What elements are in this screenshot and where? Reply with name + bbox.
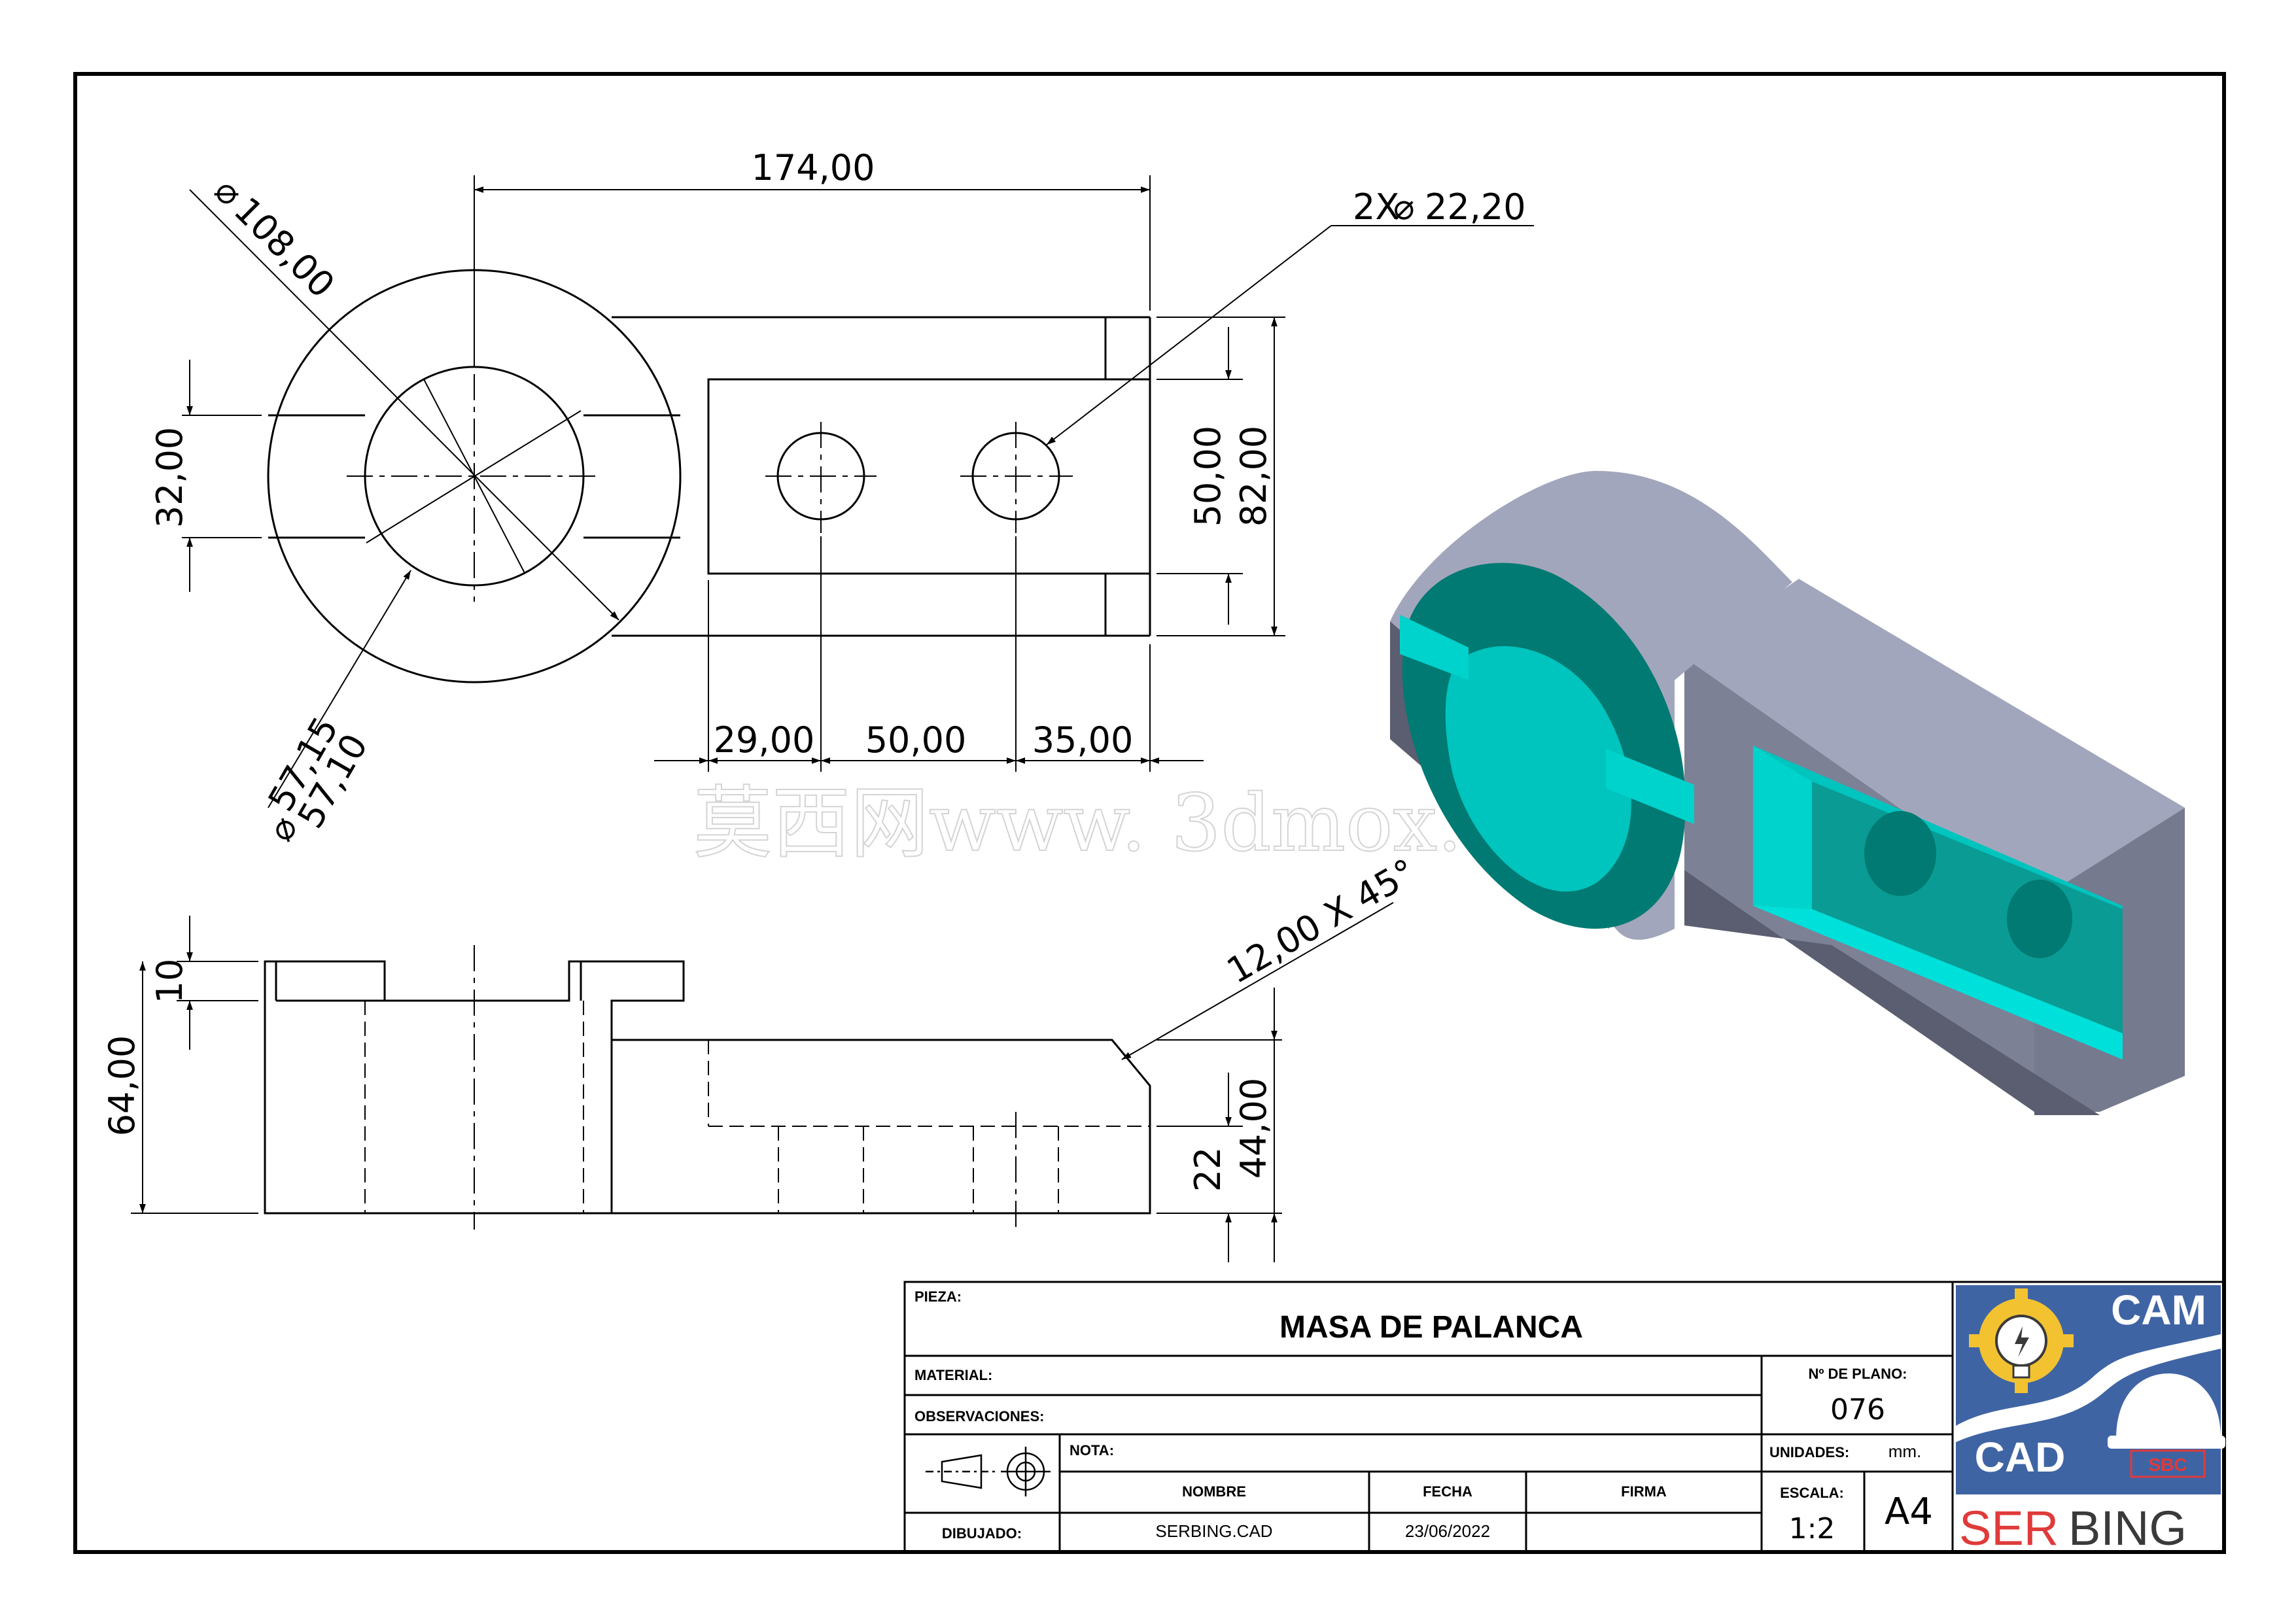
dim-hole-diameter-symbol: ⌀ [1393, 186, 1415, 228]
escala-label: ESCALA: [1780, 1485, 1844, 1501]
dim-total-height: 64,00 [101, 1035, 143, 1137]
dim-chamfer: 12,00 X 45° [1220, 851, 1423, 992]
dim-pocket-depth: 22 [1187, 1147, 1228, 1192]
logo-brand-bing: BING [2068, 1501, 2187, 1555]
logo-cam: CAM [2111, 1286, 2206, 1334]
dim-dist-c: 35,00 [1032, 719, 1134, 761]
unidades-value: mm. [1888, 1441, 1922, 1461]
dim-arm-height: 44,00 [1233, 1078, 1274, 1179]
dim-total-length: 174,00 [752, 147, 875, 188]
sheet-size: A4 [1885, 1491, 1933, 1533]
logo-brand-ser: SER [1959, 1501, 2059, 1555]
front-view [264, 960, 1151, 1215]
dim-outer-diameter: 108,00 [226, 189, 343, 305]
gear-bulb-icon [1969, 1288, 2074, 1393]
nota-label: NOTA: [1070, 1442, 1114, 1458]
logo: CAM CAD SBC SER BING [1956, 1285, 2225, 1555]
dim-step-depth: 10 [149, 959, 190, 1004]
logo-cad: CAD [1975, 1434, 2066, 1481]
pocket-outline [707, 378, 1151, 575]
plano-value: 076 [1830, 1393, 1885, 1426]
dim-hole-diameter: 22,20 [1425, 186, 1526, 228]
pieza-value: MASA DE PALANCA [1279, 1310, 1583, 1345]
dibujado-fecha: 23/06/2022 [1405, 1521, 1490, 1541]
col-nombre: NOMBRE [1182, 1483, 1246, 1500]
dibujado-label: DIBUJADO: [942, 1525, 1022, 1542]
helmet-text: SBC [2148, 1455, 2187, 1475]
isometric-view [1390, 471, 2185, 1115]
dim-dist-a: 29,00 [714, 719, 815, 761]
escala-value: 1:2 [1789, 1512, 1835, 1545]
projection-symbol-icon [926, 1447, 1051, 1496]
unidades-label: UNIDADES: [1769, 1444, 1849, 1460]
col-fecha: FECHA [1423, 1483, 1472, 1500]
dim-pocket-width: 50,00 [1187, 426, 1228, 527]
col-firma: FIRMA [1621, 1483, 1667, 1500]
dim-holes-count: 2X [1353, 186, 1399, 228]
title-block [903, 1281, 1954, 1553]
dim-slot-width: 32,00 [149, 427, 190, 528]
dibujado-nombre: SERBING.CAD [1155, 1521, 1272, 1541]
pieza-label: PIEZA: [914, 1288, 962, 1305]
plano-label: Nº DE PLANO: [1808, 1366, 1907, 1382]
material-label: MATERIAL: [914, 1367, 992, 1383]
observaciones-label: OBSERVACIONES: [914, 1408, 1044, 1424]
dim-dist-b: 50,00 [865, 719, 967, 761]
hard-hat-icon: SBC [2108, 1373, 2225, 1478]
dim-arm-width: 82,00 [1233, 426, 1274, 527]
